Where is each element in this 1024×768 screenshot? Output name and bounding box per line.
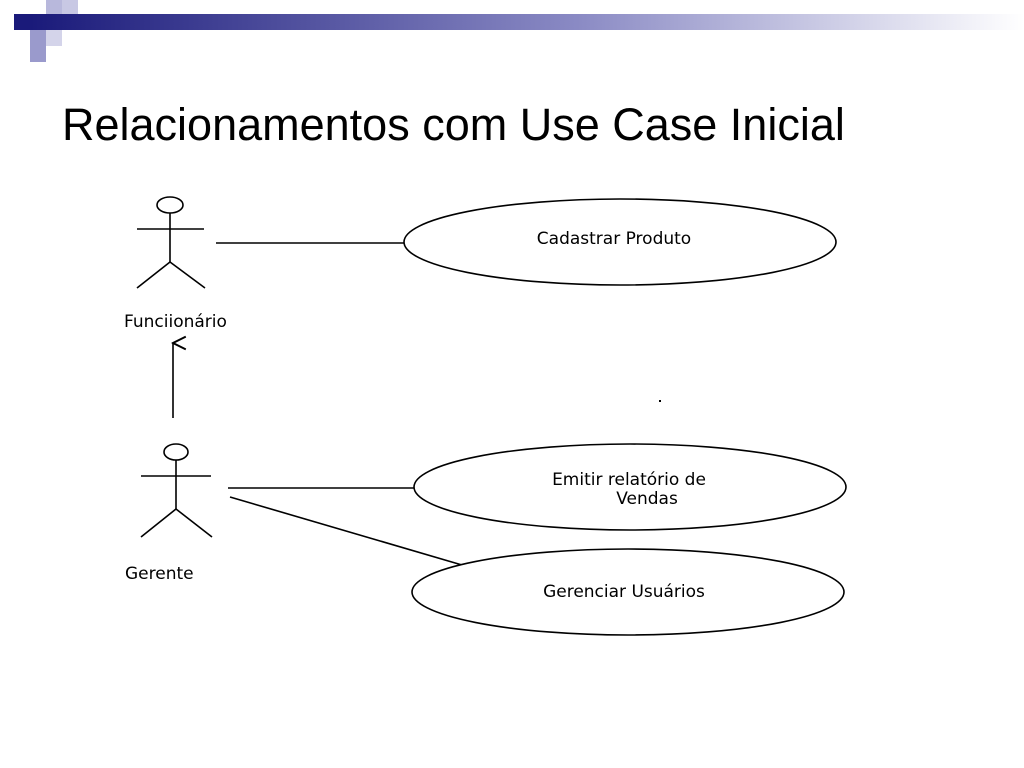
deco-square-light [62,0,78,14]
header-gradient-bar [30,14,1024,30]
use-case-label: Emitir relatório de [552,470,706,490]
actor-label-gerente: Gerente [125,564,194,584]
association-gerente-gerenciar [229,496,463,566]
use-case-label: Cadastrar Produto [537,229,691,249]
deco-square-light [46,30,62,46]
actor-head [163,443,189,461]
deco-square-mid [30,46,46,62]
actor-leg-right [175,508,213,538]
actor-leg-right [169,261,206,289]
deco-square-dark [14,14,30,30]
slide-title: Relacionamentos com Use Case Inicial [62,99,845,150]
use-case-label: Gerenciar Usuários [543,582,705,602]
actor-gerente [140,443,213,538]
actor-leg-left [136,261,171,289]
use-case-emitir-relatorio [413,443,847,531]
actor-label-funcionario: Funciionário [124,312,227,332]
actor-leg-left [140,508,177,538]
artifact-dot [659,400,661,402]
actor-funcionario [136,196,206,289]
use-case-cadastrar-produto [403,198,837,286]
use-case-gerenciar-usuarios [411,548,845,636]
header-decoration [14,0,1024,62]
deco-square-mid [30,30,46,46]
actor-head [156,196,184,214]
deco-square-light [46,0,62,14]
use-case-label: Vendas [616,489,678,509]
